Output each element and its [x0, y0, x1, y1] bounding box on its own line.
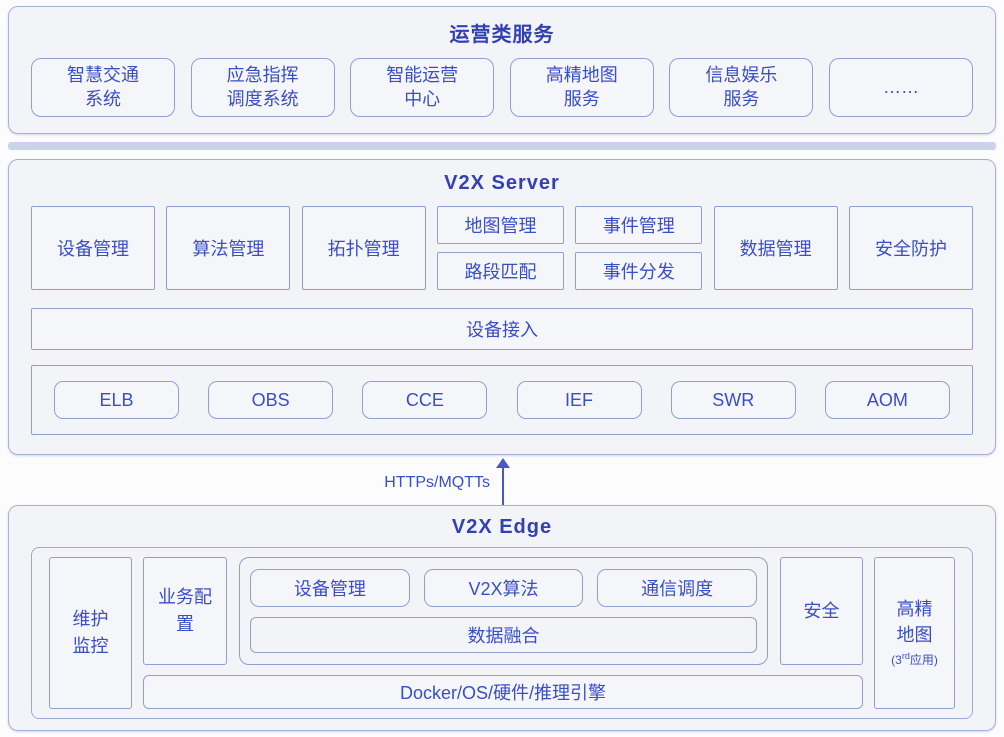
module-event-distribution: 事件分发	[575, 252, 703, 290]
edge-content-container: 维护 监控 业务配 置 设备管理 V2X算法 通信调度 数据融合 安全 Dock…	[31, 547, 973, 719]
edge-apps-row: 设备管理 V2X算法 通信调度	[250, 569, 758, 607]
edge-title: V2X Edge	[451, 516, 553, 538]
uplink-connector: HTTPs/MQTTs	[0, 455, 1004, 505]
edge-middle-column: 业务配 置 设备管理 V2X算法 通信调度 数据融合 安全 Docker/OS/…	[143, 557, 863, 709]
module-road-matching: 路段匹配	[436, 252, 564, 290]
service-chip-aom: AOM	[824, 381, 950, 419]
server-modules-row: 设备管理 算法管理 拓扑管理 地图管理 路段匹配 事件管理 事件分发 数据管理 …	[9, 206, 995, 290]
edge-apps-container: 设备管理 V2X算法 通信调度 数据融合	[239, 557, 768, 665]
data-fusion-bar: 数据融合	[250, 617, 757, 653]
hd-map-label-line1: 高精	[896, 599, 933, 620]
operations-box-emergency-dispatch: 应急指挥 调度系统	[190, 58, 335, 117]
operations-box-smart-traffic: 智慧交通 系统	[31, 58, 175, 117]
module-data-management: 数据管理	[713, 206, 838, 290]
hd-map-label-line2: 地图	[896, 624, 933, 645]
edge-app-device-management: 设备管理	[250, 569, 410, 607]
security-box: 安全	[780, 557, 863, 665]
cloud-services-row: ELB OBS CCE IEF SWR AOM	[31, 365, 973, 435]
operations-box-hd-map-service: 高精地图 服务	[509, 58, 654, 117]
operations-panel: 运营类服务 智慧交通 系统 应急指挥 调度系统 智能运营 中心 高精地图 服务 …	[8, 6, 996, 134]
server-panel: V2X Server 设备管理 算法管理 拓扑管理 地图管理 路段匹配 事件管理…	[8, 159, 996, 455]
operations-box-infotainment: 信息娱乐 服务	[669, 58, 814, 117]
edge-middle-top-row: 业务配 置 设备管理 V2X算法 通信调度 数据融合 安全	[143, 557, 863, 665]
service-chip-obs: OBS	[208, 381, 334, 419]
server-title: V2X Server	[444, 172, 560, 194]
module-topology-management: 拓扑管理	[301, 206, 426, 290]
arrow-up-icon	[496, 458, 510, 468]
module-security-protection: 安全防护	[848, 206, 973, 290]
business-config-box: 业务配 置	[143, 557, 227, 665]
module-stack-map: 地图管理 路段匹配	[436, 206, 564, 290]
service-chip-swr: SWR	[670, 381, 796, 419]
module-event-management: 事件管理	[575, 206, 703, 244]
operations-box-ellipsis: ……	[828, 58, 973, 117]
service-chip-cce: CCE	[362, 381, 488, 419]
uplink-protocol-label: HTTPs/MQTTs	[384, 474, 490, 491]
v2x-architecture-diagram: 运营类服务 智慧交通 系统 应急指挥 调度系统 智能运营 中心 高精地图 服务 …	[0, 6, 1004, 737]
module-algorithm-management: 算法管理	[166, 206, 291, 290]
hd-map-box: 高精 地图 (3rd应用)	[874, 557, 955, 709]
device-access-bar: 设备接入	[31, 308, 973, 350]
service-chip-elb: ELB	[54, 381, 179, 419]
hd-map-note: (3rd应用)	[891, 650, 938, 667]
service-chip-ief: IEF	[516, 381, 642, 419]
edge-app-v2x-algorithm: V2X算法	[423, 569, 584, 607]
module-device-management: 设备管理	[31, 206, 155, 290]
arrow-up-line	[502, 467, 504, 505]
edge-panel: V2X Edge 维护 监控 业务配 置 设备管理 V2X算法 通信调度 数据融…	[8, 505, 996, 731]
operations-title: 运营类服务	[449, 24, 555, 46]
module-stack-event: 事件管理 事件分发	[575, 206, 703, 290]
edge-app-communication-scheduling: 通信调度	[597, 569, 758, 607]
module-map-management: 地图管理	[436, 206, 564, 244]
section-divider	[8, 142, 996, 150]
maintenance-monitoring-box: 维护 监控	[49, 557, 132, 709]
operations-box-intelligent-operation: 智能运营 中心	[350, 58, 495, 117]
platform-bar: Docker/OS/硬件/推理引擎	[143, 675, 863, 709]
operations-row: 智慧交通 系统 应急指挥 调度系统 智能运营 中心 高精地图 服务 信息娱乐 服…	[9, 47, 995, 117]
